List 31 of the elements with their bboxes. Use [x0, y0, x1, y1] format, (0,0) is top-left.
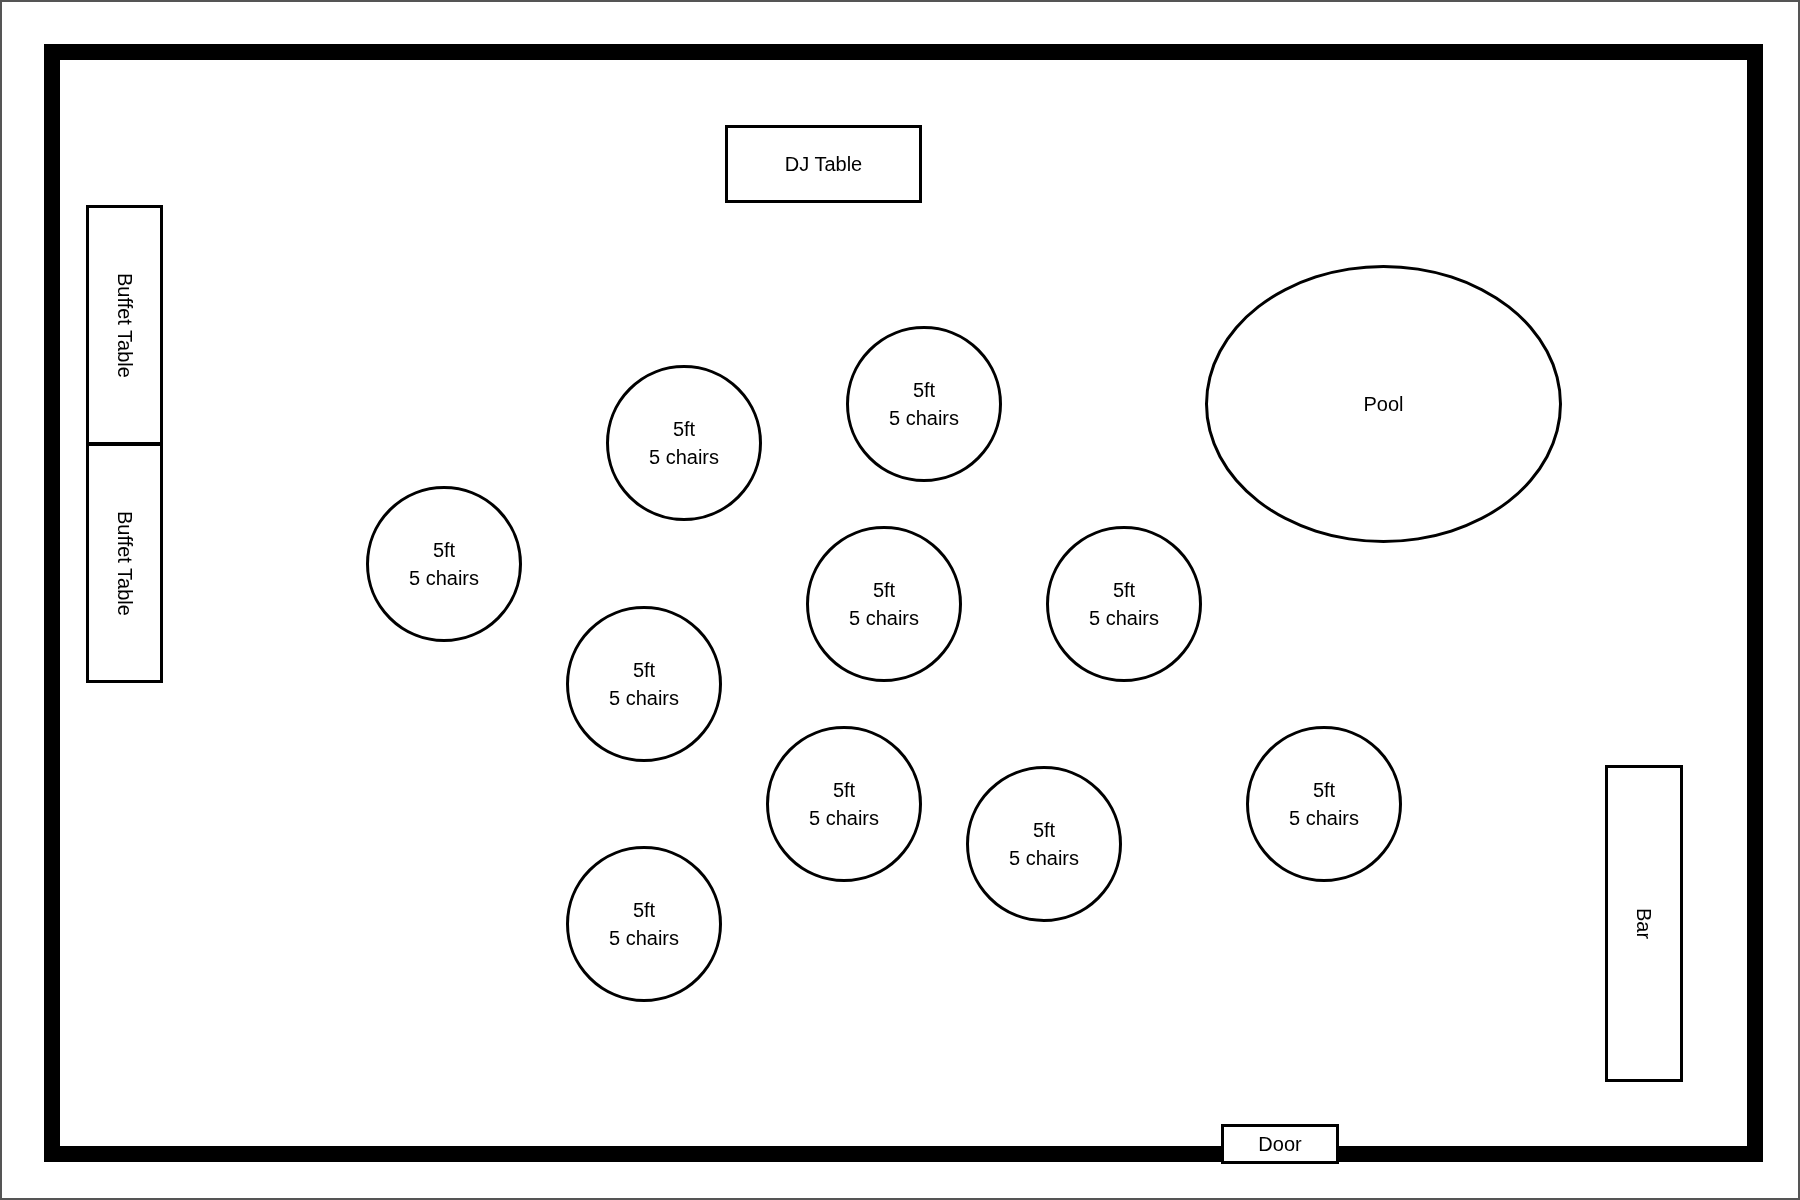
seat-count-label: 5 chairs — [409, 566, 479, 591]
seat-count-label: 5 chairs — [1089, 606, 1159, 631]
seat-count-label: 5 chairs — [1009, 846, 1079, 871]
area-label: Door — [1258, 1132, 1302, 1157]
seat-count-label: 5 chairs — [649, 445, 719, 470]
table-size-label: 5ft — [632, 658, 656, 683]
seat-count-label: 5 chairs — [849, 606, 919, 631]
table-size-label: 5ft — [1312, 778, 1336, 803]
table-size-label: 5ft — [432, 538, 456, 563]
door-box — [1221, 1124, 1339, 1164]
table-size-label: 5ft — [1112, 578, 1136, 603]
table-size-label: 5ft — [832, 778, 856, 803]
table-box — [725, 125, 922, 203]
table-box — [86, 443, 163, 683]
area-label: Buffet Table — [112, 510, 137, 616]
area-label: Bar — [1632, 907, 1656, 940]
bar-counter — [1605, 765, 1683, 1082]
seat-count-label: 5 chairs — [809, 806, 879, 831]
table-size-label: 5ft — [1032, 818, 1056, 843]
table-size-label: 5ft — [672, 417, 696, 442]
area-label: Buffet Table — [112, 272, 137, 378]
table-size-label: 5ft — [912, 378, 936, 403]
seat-count-label: 5 chairs — [609, 926, 679, 951]
seat-count-label: 5 chairs — [889, 406, 959, 431]
seat-count-label: 5 chairs — [609, 686, 679, 711]
table-box — [86, 205, 163, 445]
table-size-label: 5ft — [632, 898, 656, 923]
area-label: Pool — [1363, 392, 1404, 417]
area-label: DJ Table — [784, 152, 863, 177]
table-size-label: 5ft — [872, 578, 896, 603]
seat-count-label: 5 chairs — [1289, 806, 1359, 831]
